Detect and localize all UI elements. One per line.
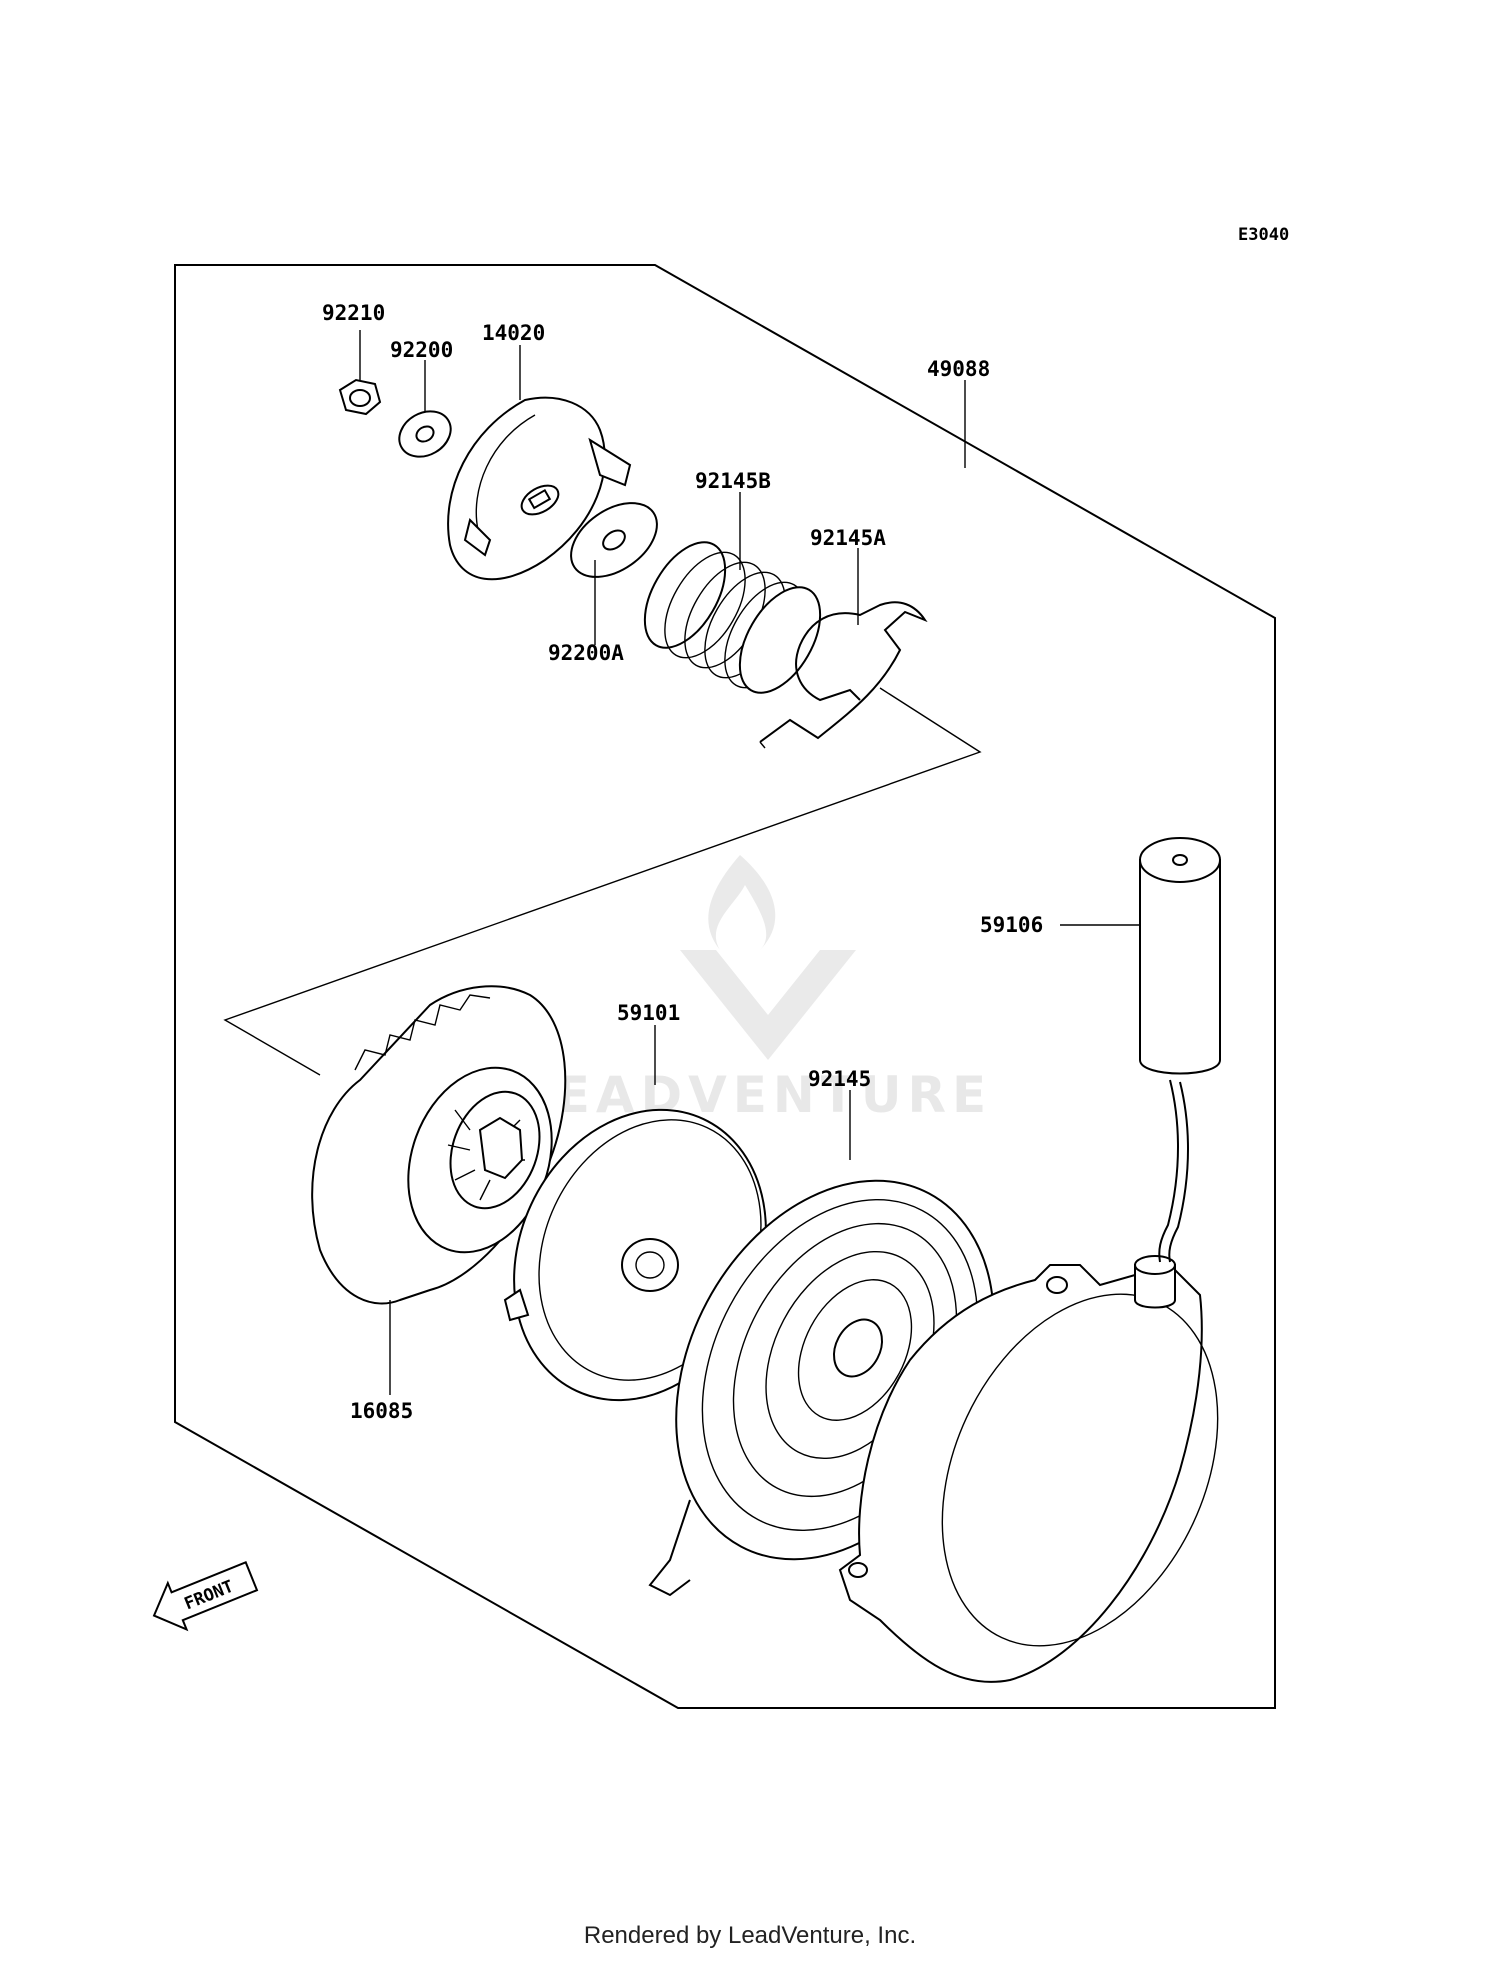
label-14020: 14020: [482, 321, 545, 345]
label-92200a: 92200A: [548, 641, 624, 665]
label-59101: 59101: [617, 1001, 680, 1025]
ratchet-plate-part: [447, 396, 632, 581]
drive-pulley-part: [311, 985, 567, 1305]
wire-spring-part: [759, 601, 928, 749]
footer-credit: Rendered by LeadVenture, Inc.: [583, 1922, 917, 1949]
watermark: LEADVENTURE: [518, 855, 992, 1124]
label-92200: 92200: [390, 338, 453, 362]
label-92145: 92145: [808, 1067, 871, 1091]
housing-part: [838, 1255, 1219, 1683]
leader-lines: [359, 330, 1140, 1395]
handle-part: [1139, 837, 1221, 1263]
spring-b-part: [643, 541, 822, 694]
label-59106: 59106: [980, 913, 1043, 937]
label-92210: 92210: [322, 301, 385, 325]
washer-part: [398, 410, 452, 458]
front-arrow-icon: FRONT: [152, 1561, 259, 1632]
divider-line: [223, 687, 982, 1076]
label-49088: 49088: [927, 357, 990, 381]
diagram-code: E3040: [1238, 225, 1289, 245]
washer-a-part: [570, 502, 658, 578]
watermark-text: LEADVENTURE: [518, 1066, 992, 1124]
label-16085: 16085: [350, 1399, 413, 1423]
label-92145a: 92145A: [810, 526, 886, 550]
assembly-outline: [174, 264, 1276, 1709]
label-92145b: 92145B: [695, 469, 771, 493]
nut-part: [338, 378, 382, 416]
